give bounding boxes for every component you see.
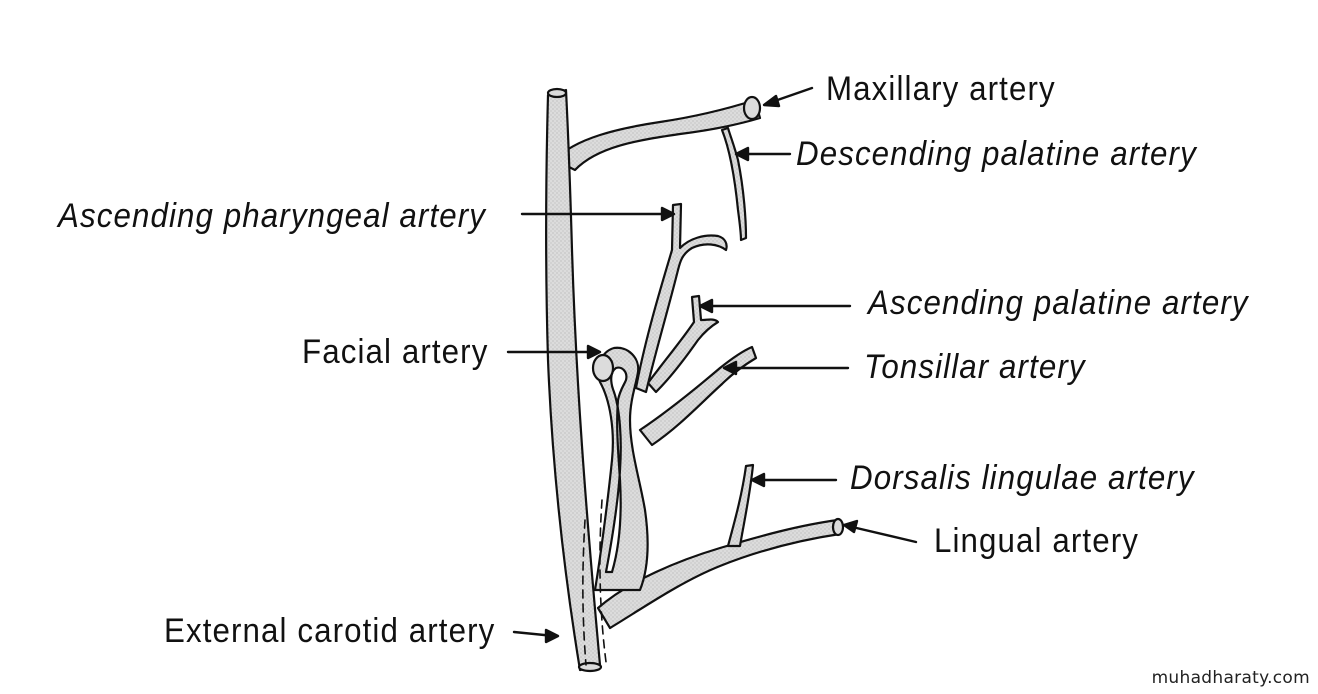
ascending-palatine-vessel [646,294,720,394]
arrowhead-external-carotid [544,628,560,644]
label-facial-artery: Facial artery [302,333,489,371]
label-external-carotid-artery: External carotid artery [164,612,496,650]
descending-palatine-vessel [720,126,748,242]
arrowhead-tonsillar [722,360,738,376]
arrowhead-ascending-palatine [698,298,714,314]
carotid-dashed-line-1 [582,519,587,666]
label-dorsalis-lingulae-artery: Dorsalis lingulae artery [850,459,1195,497]
label-descending-palatine-artery: Descending palatine artery [796,135,1197,173]
label-ascending-palatine-artery: Ascending palatine artery [868,284,1249,322]
arrowhead-ascending-pharyngeal [660,206,676,222]
arrow-lingual [846,524,918,544]
dorsalis-lingulae-vessel [726,463,755,548]
label-tonsillar-artery: Tonsillar artery [864,348,1086,386]
label-lingual-artery: Lingual artery [934,522,1139,560]
arrowhead-descending-palatine [734,146,750,162]
facial-artery-end [591,353,615,383]
arrowhead-lingual [842,519,859,534]
external-carotid-vessel [545,88,602,672]
external-carotid-bottom [577,661,603,673]
label-maxillary-artery: Maxillary artery [826,70,1056,108]
maxillary-artery-end [742,95,762,121]
maxillary-artery-vessel [553,98,762,172]
external-carotid-top [546,87,568,99]
ascending-pharyngeal-vessel [634,202,728,394]
watermark: muhadharaty.com [1151,668,1310,688]
facial-artery-vessel [593,346,649,592]
lingual-artery-end [831,517,845,537]
arrowhead-dorsalis-lingulae [750,472,766,488]
arrowhead-maxillary [762,94,781,108]
tonsillar-artery-vessel [638,345,758,447]
arrowhead-facial [586,344,602,360]
carotid-dashed-line-2 [599,499,607,663]
label-ascending-pharyngeal-artery: Ascending pharyngeal artery [58,197,487,235]
